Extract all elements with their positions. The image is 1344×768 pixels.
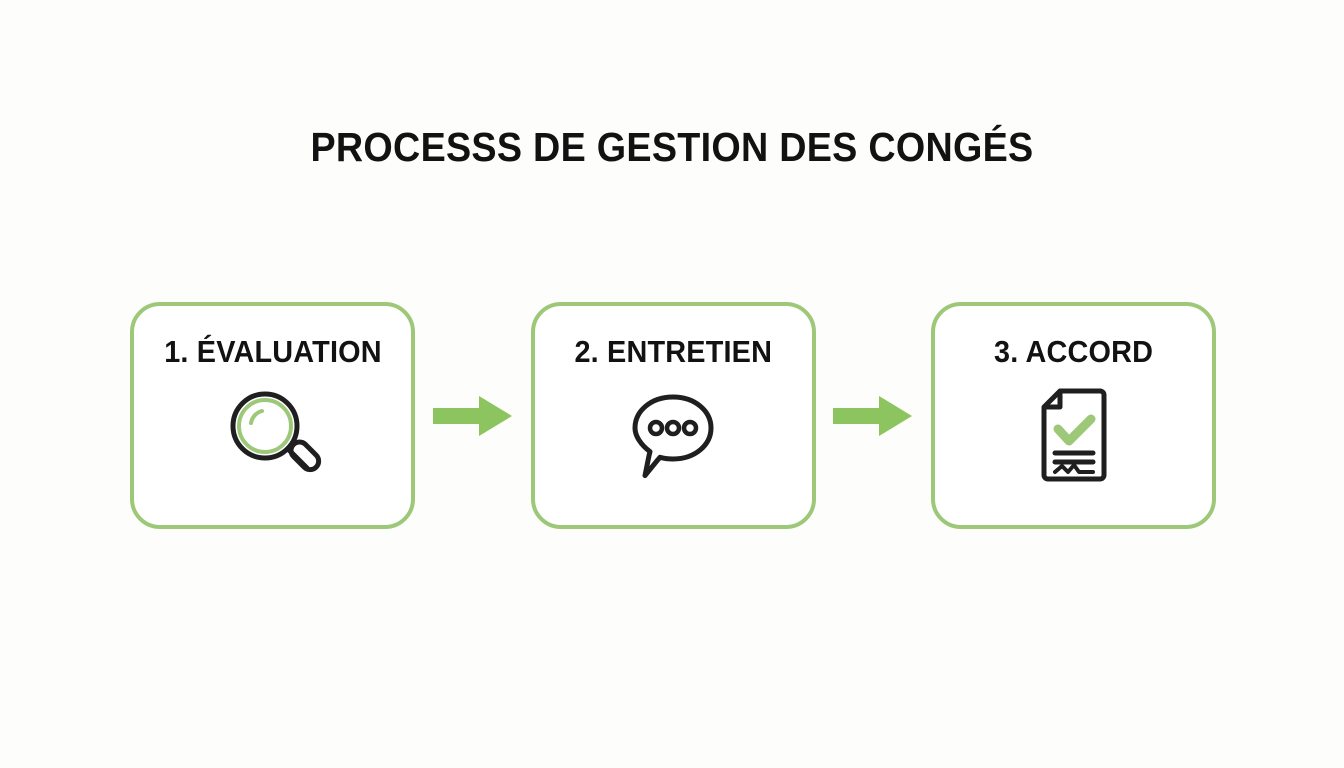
page-title: PROCESSS DE GESTION DES CONGÉS (310, 124, 1034, 170)
magnifier-icon (221, 383, 325, 487)
arrow-right-icon-1 (431, 393, 515, 439)
arrow-right-icon-2 (831, 393, 915, 439)
step-label-evaluation: 1. ÉVALUATION (163, 334, 382, 369)
speech-bubble-icon (621, 383, 725, 487)
step-card-evaluation[interactable]: 1. ÉVALUATION (130, 302, 415, 529)
step-card-entretien[interactable]: 2. ENTRETIEN (530, 302, 816, 529)
signed-document-icon (1022, 383, 1126, 487)
step-card-accord[interactable]: 3. ACCORD (931, 302, 1216, 529)
step-label-entretien: 2. ENTRETIEN (574, 334, 772, 369)
step-label-accord: 3. ACCORD (993, 334, 1154, 369)
process-flow: 1. ÉVALUATION 2. ENTRETIEN (130, 302, 1216, 529)
